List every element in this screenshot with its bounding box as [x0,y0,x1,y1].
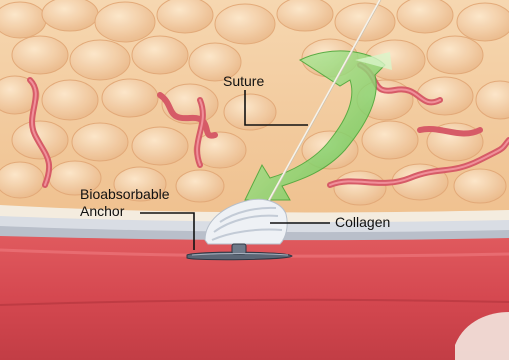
anchor-label-line1: Bioabsorbable [80,186,170,203]
anchor-label: Bioabsorbable Anchor [80,186,170,220]
suture-label: Suture [223,73,264,90]
collagen-label: Collagen [335,214,390,231]
anchor-label-line2: Anchor [80,203,170,220]
